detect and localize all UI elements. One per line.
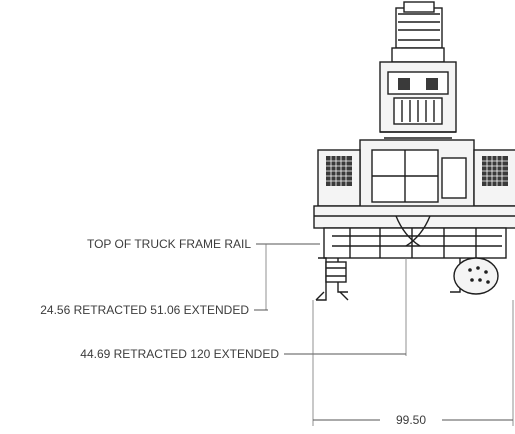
label-24-56-retracted: 24.56 RETRACTED 51.06 EXTENDED bbox=[40, 303, 249, 317]
truck-machine-illustration bbox=[313, 1, 515, 301]
truck-chassis bbox=[313, 205, 515, 301]
label-top-of-truck-frame-rail: TOP OF TRUCK FRAME RAIL bbox=[87, 237, 251, 251]
dimension-labels: TOP OF TRUCK FRAME RAIL 24.56 RETRACTED … bbox=[40, 237, 426, 427]
dimension-lines bbox=[254, 243, 514, 426]
round-tank bbox=[453, 257, 499, 295]
label-44-69-retracted: 44.69 RETRACTED 120 EXTENDED bbox=[80, 347, 279, 361]
mast-column bbox=[379, 1, 457, 139]
label-overall-width: 99.50 bbox=[396, 413, 426, 427]
truck-body bbox=[317, 139, 515, 217]
